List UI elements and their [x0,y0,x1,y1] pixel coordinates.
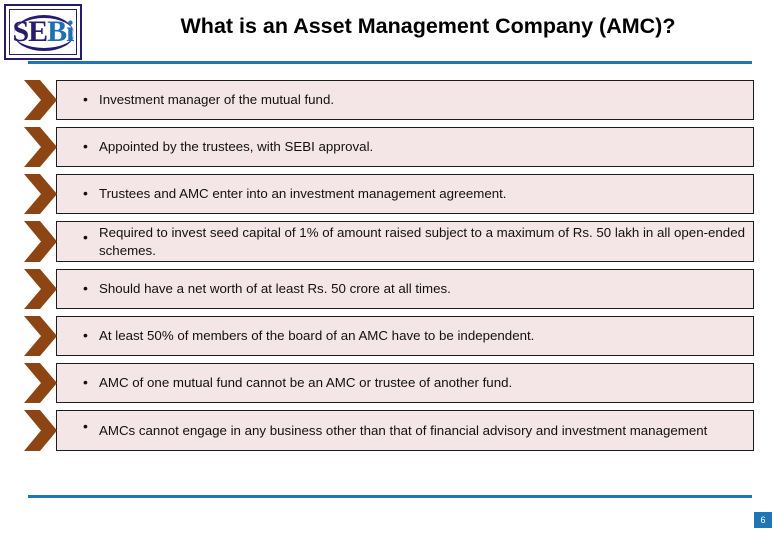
page-title: What is an Asset Management Company (AMC… [180,14,676,38]
bullet-text: Should have a net worth of at least Rs. … [99,281,451,297]
bullet-marker: • [83,280,88,296]
logo-swoosh-bottom-icon [14,34,74,51]
bullet-text: AMCs cannot engage in any business other… [99,422,708,438]
chevron-right-icon [24,221,58,262]
logo-text-part1: SE [12,15,48,48]
logo-swoosh-top-icon [14,15,74,34]
bullet-bar: • Trustees and AMC enter into an investm… [56,174,754,214]
bullet-list: • Investment manager of the mutual fund.… [24,80,754,458]
bullet-text: Required to invest seed capital of 1% of… [99,225,745,258]
list-item: • Appointed by the trustees, with SEBI a… [24,127,754,167]
title-divider [28,61,752,64]
list-item: • AMCs cannot engage in any business oth… [24,410,754,451]
bullet-bar: • At least 50% of members of the board o… [56,316,754,356]
page-number-badge: 6 [754,512,772,528]
bullet-text: Investment manager of the mutual fund. [99,92,335,108]
bullet-bar: • Should have a net worth of at least Rs… [56,269,754,309]
list-item: • Required to invest seed capital of 1% … [24,221,754,262]
bullet-bar: • AMC of one mutual fund cannot be an AM… [56,363,754,403]
chevron-right-icon [24,80,58,120]
list-item: • AMC of one mutual fund cannot be an AM… [24,363,754,403]
bullet-marker: • [83,229,88,245]
chevron-right-icon [24,127,58,167]
bullet-marker: • [83,138,88,154]
bullet-bar: • Investment manager of the mutual fund. [56,80,754,120]
bullet-bar: • AMCs cannot engage in any business oth… [56,410,754,451]
bullet-marker: • [83,327,88,343]
chevron-right-icon [24,174,58,214]
list-item: • Investment manager of the mutual fund. [24,80,754,120]
chevron-right-icon [24,269,58,309]
list-item: • Trustees and AMC enter into an investm… [24,174,754,214]
chevron-right-icon [24,316,58,356]
bullet-marker: • [83,374,88,390]
bullet-text: Trustees and AMC enter into an investmen… [99,186,507,202]
logo-text-part2: Bi [47,15,74,48]
logo-inner-border [9,9,77,55]
list-item: • At least 50% of members of the board o… [24,316,754,356]
bullet-text: Appointed by the trustees, with SEBI app… [99,139,374,155]
list-item: • Should have a net worth of at least Rs… [24,269,754,309]
bullet-bar: • Required to invest seed capital of 1% … [56,221,754,262]
bullet-text: At least 50% of members of the board of … [99,328,535,344]
footer-divider [28,495,752,498]
bullet-marker: • [83,91,88,107]
bullet-text: AMC of one mutual fund cannot be an AMC … [99,375,513,391]
chevron-right-icon [24,410,58,451]
bullet-bar: • Appointed by the trustees, with SEBI a… [56,127,754,167]
bullet-marker: • [83,185,88,201]
bullet-marker: • [83,418,88,434]
chevron-right-icon [24,363,58,403]
